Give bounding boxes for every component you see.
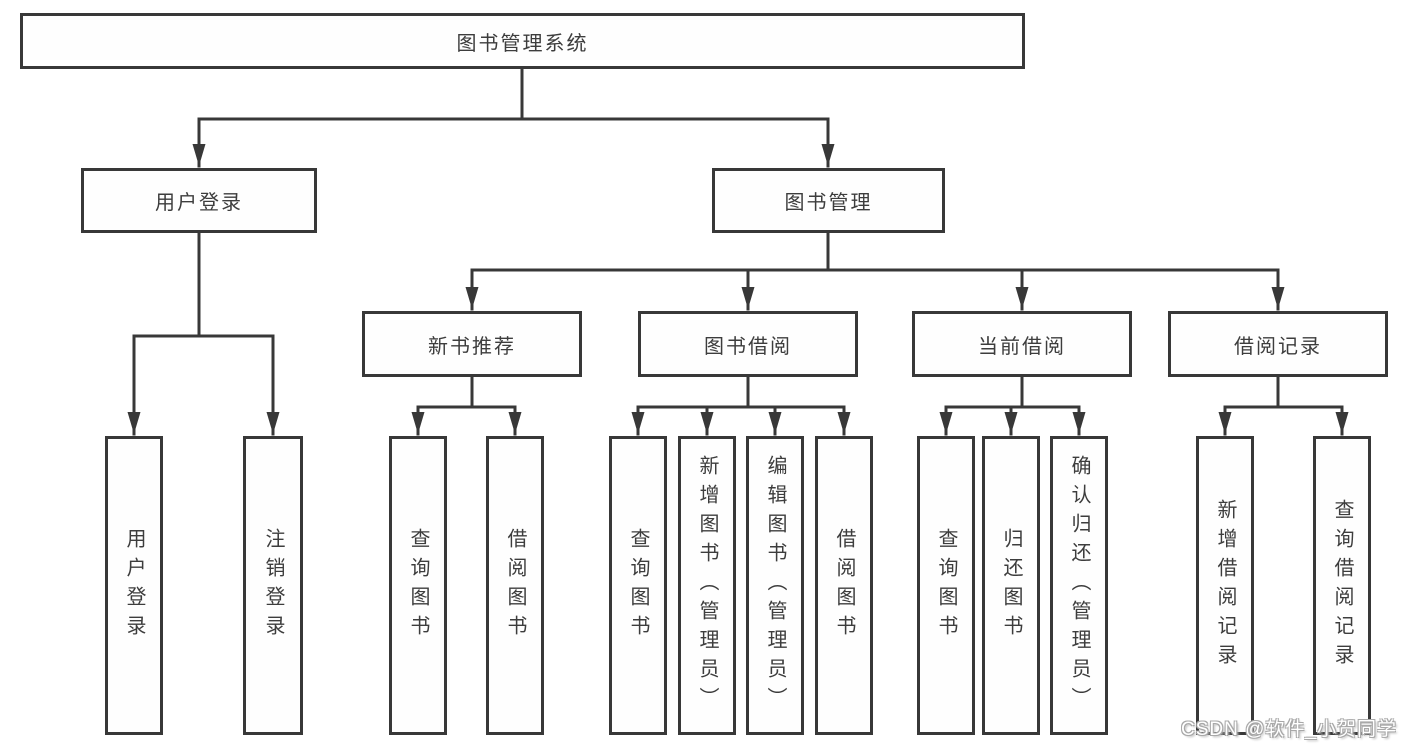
node-library-system: 图书管理系统: [20, 13, 1025, 69]
leaf-current-query-books-label: 查询图书: [935, 527, 957, 644]
leaf-user-login-label: 用户登录: [123, 527, 145, 644]
leaf-records-add-record-label: 新增借阅记录: [1214, 498, 1236, 673]
leaf-recommend-query-books: 查询图书: [389, 436, 447, 735]
node-current-borrow: 当前借阅: [912, 311, 1132, 377]
leaf-recommend-borrow-books-label: 借阅图书: [504, 527, 526, 644]
leaf-current-return-books: 归还图书: [982, 436, 1040, 735]
leaf-current-return-books-label: 归还图书: [1000, 527, 1022, 644]
leaf-borrow-edit-books-admin-label: 编辑图书（管理员）: [764, 455, 786, 716]
leaf-logout-label: 注销登录: [262, 527, 284, 644]
leaf-borrow-edit-books-admin: 编辑图书（管理员）: [746, 436, 804, 735]
leaf-recommend-borrow-books: 借阅图书: [486, 436, 544, 735]
node-book-borrow: 图书借阅: [638, 311, 858, 377]
leaf-records-query-record-label: 查询借阅记录: [1331, 498, 1353, 673]
leaf-current-query-books: 查询图书: [917, 436, 975, 735]
leaf-borrow-query-books-label: 查询图书: [627, 527, 649, 644]
leaf-current-confirm-return-admin: 确认归还（管理员）: [1050, 436, 1108, 735]
csdn-watermark: CSDN @软件_小贺同学: [1181, 719, 1397, 740]
leaf-borrow-borrow-books-label: 借阅图书: [833, 527, 855, 644]
leaf-records-add-record: 新增借阅记录: [1196, 436, 1254, 735]
node-borrow-records: 借阅记录: [1168, 311, 1388, 377]
leaf-borrow-query-books: 查询图书: [609, 436, 667, 735]
node-book-management: 图书管理: [712, 168, 945, 233]
leaf-borrow-add-books-admin: 新增图书（管理员）: [678, 436, 736, 735]
leaf-recommend-query-books-label: 查询图书: [407, 527, 429, 644]
node-new-book-recommend: 新书推荐: [362, 311, 582, 377]
node-user-login: 用户登录: [81, 168, 317, 233]
leaf-user-login: 用户登录: [105, 436, 163, 735]
leaf-borrow-add-books-admin-label: 新增图书（管理员）: [696, 455, 718, 716]
leaf-borrow-borrow-books: 借阅图书: [815, 436, 873, 735]
leaf-logout: 注销登录: [243, 436, 303, 735]
leaf-records-query-record: 查询借阅记录: [1313, 436, 1371, 735]
leaf-current-confirm-return-admin-label: 确认归还（管理员）: [1068, 455, 1090, 716]
